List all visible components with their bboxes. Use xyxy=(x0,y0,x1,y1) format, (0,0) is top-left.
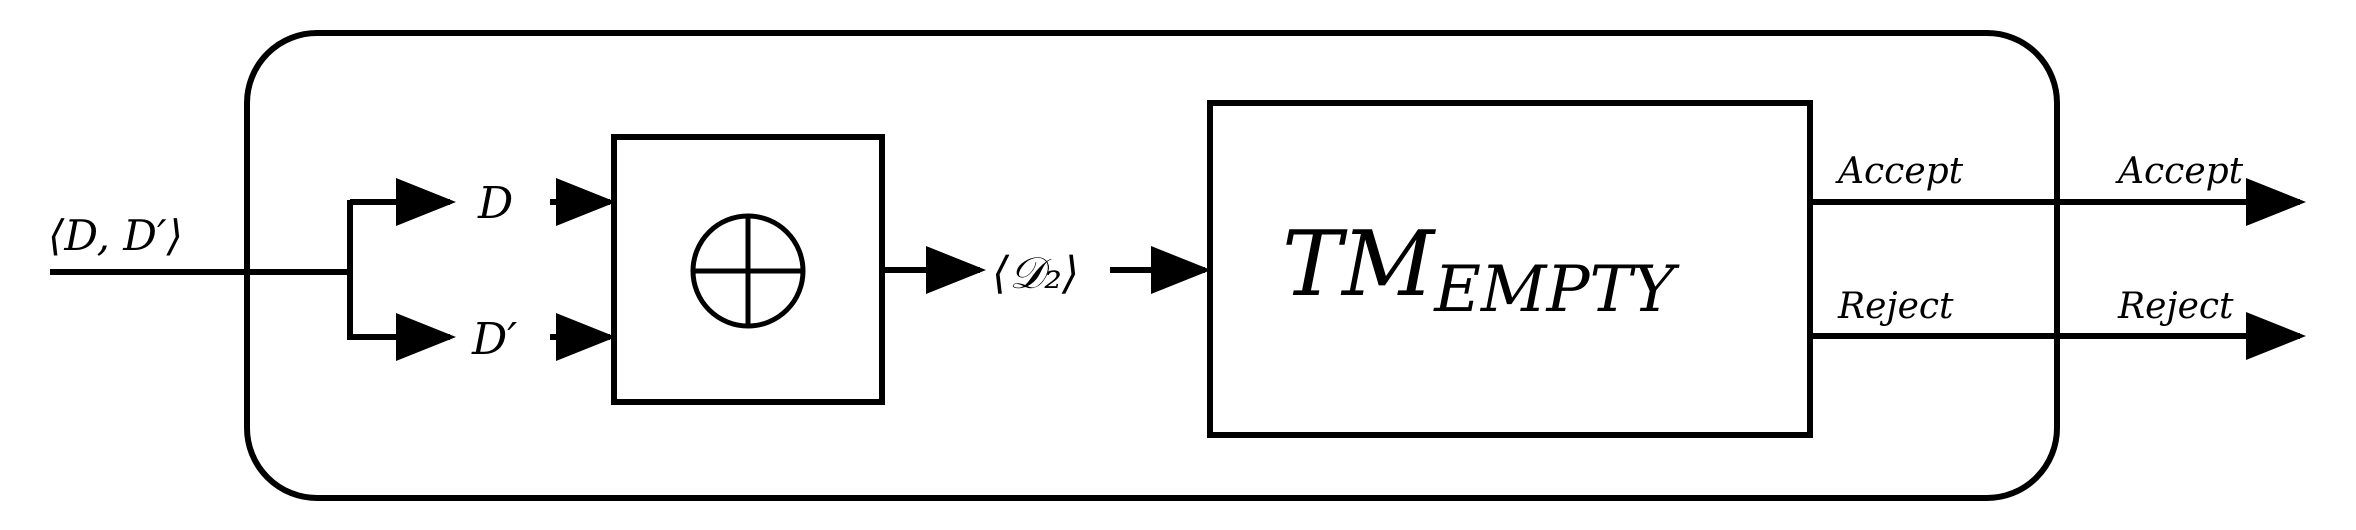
tm-subscript-label: EMPTY xyxy=(1433,253,1680,327)
input-label: ⟨D, D′⟩ xyxy=(48,211,183,260)
inner-reject-label: Reject xyxy=(1837,286,1954,327)
branch-top-label: D xyxy=(477,178,513,229)
branch-bottom-label: D′ xyxy=(471,314,517,365)
outer-reject-label: Reject xyxy=(2117,286,2234,327)
tm-empty-box xyxy=(1207,100,1813,438)
inner-accept-label: Accept xyxy=(1835,151,1964,192)
tm-empty-label: TMEMPTY xyxy=(1282,212,1680,327)
outer-accept-label: Accept xyxy=(2115,151,2244,192)
tm-main-label: TM xyxy=(1282,212,1436,317)
middle-label: ⟨𝒟₂⟩ xyxy=(992,248,1079,299)
